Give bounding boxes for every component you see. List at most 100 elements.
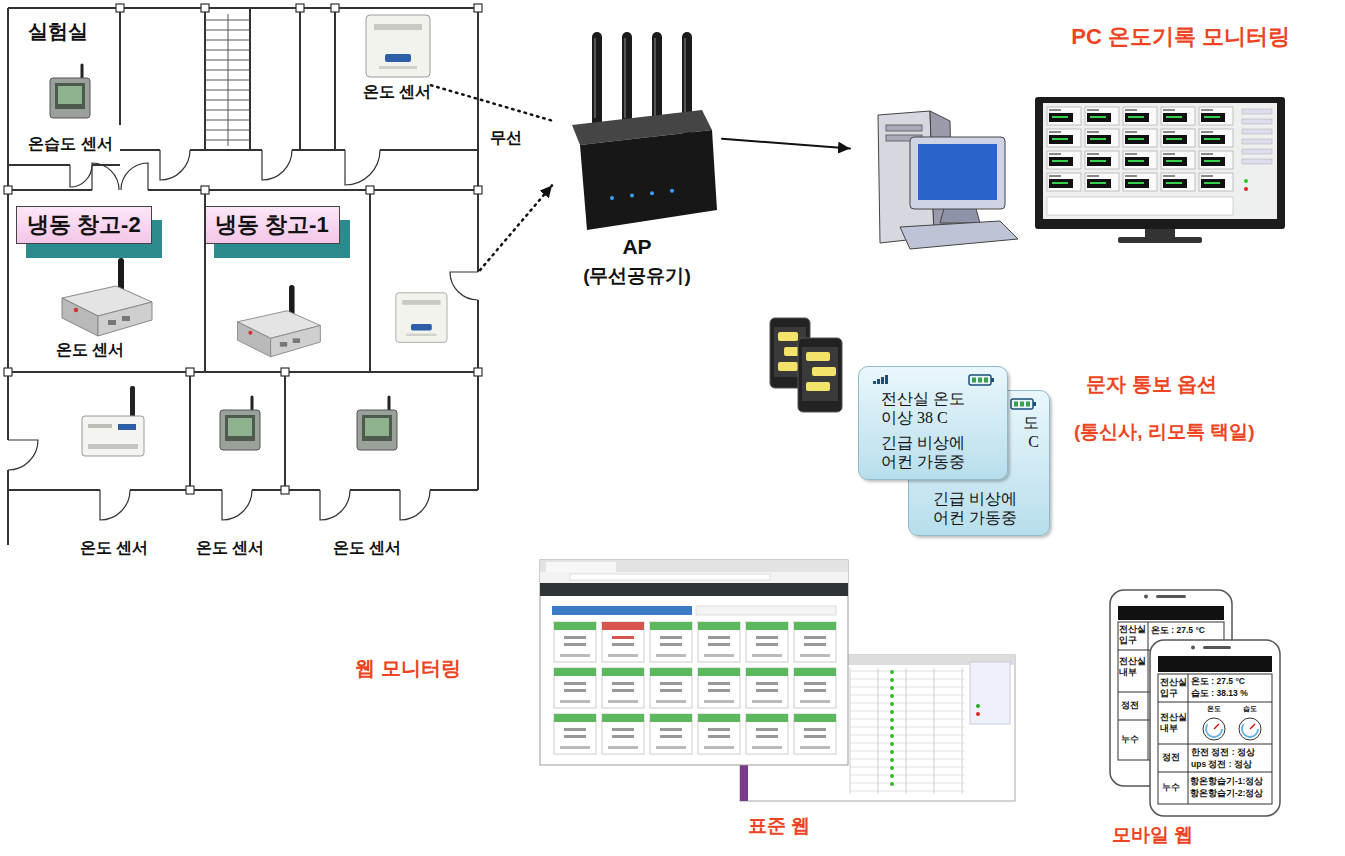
tile-header xyxy=(698,622,740,630)
tile-footer xyxy=(704,746,734,749)
battery-cell xyxy=(1026,402,1030,407)
battery xyxy=(1011,399,1033,409)
tile-value xyxy=(804,728,826,731)
device-port xyxy=(293,338,300,343)
tile-footer xyxy=(656,654,686,657)
reading-title xyxy=(1201,175,1213,177)
reading-digits xyxy=(1052,160,1068,162)
label-anchor: 정전 xyxy=(1162,752,1180,763)
sensor-tile xyxy=(698,622,740,662)
gauge-scale xyxy=(1242,721,1258,737)
reading-title xyxy=(1087,153,1099,155)
sensor-band xyxy=(88,444,138,449)
device-side xyxy=(271,325,321,356)
tab-bar xyxy=(540,560,848,572)
battery-cell xyxy=(978,378,982,383)
reading-digits xyxy=(1052,116,1068,118)
tile-footer xyxy=(800,700,830,703)
message-bubble xyxy=(812,367,836,376)
sensor-face xyxy=(225,415,255,441)
screen-bar xyxy=(1158,656,1272,672)
wall xyxy=(369,190,371,372)
sensor-icon xyxy=(56,258,156,338)
label-anchor: 누수 xyxy=(1121,734,1139,745)
reading-digits xyxy=(1052,182,1068,184)
history-row xyxy=(850,751,965,752)
history-marker xyxy=(740,761,748,801)
table-cell: 습도 : 38.13 % xyxy=(1191,688,1248,699)
tile-header xyxy=(794,714,836,722)
node-label: 냉동 창고-2 xyxy=(27,210,141,240)
tile-value xyxy=(708,682,730,685)
reading-tile xyxy=(1161,107,1195,125)
pillar xyxy=(201,4,209,12)
reading-tile xyxy=(1047,151,1081,169)
sensor-band xyxy=(88,424,112,428)
history-dot xyxy=(890,710,894,714)
history-sidebar xyxy=(970,662,1010,724)
device-port xyxy=(108,320,116,325)
sensor-screen xyxy=(228,418,252,436)
message-text: 긴급 비상에 어컨 가동중 xyxy=(881,433,991,471)
label-anchor: 누수 xyxy=(1162,782,1180,793)
status-table xyxy=(1158,674,1272,804)
tile-footer xyxy=(752,746,782,749)
reading-title xyxy=(1201,109,1213,111)
reading-display xyxy=(1125,157,1149,166)
reading-tile xyxy=(1161,173,1195,191)
antenna-shine xyxy=(594,38,596,118)
sensor-case xyxy=(396,293,447,343)
battery-cell xyxy=(1014,402,1018,407)
sensor-tile xyxy=(602,668,644,708)
reading-digits xyxy=(1090,182,1106,184)
wall xyxy=(334,8,336,150)
wall xyxy=(189,372,191,490)
label-anchor: 온도 : 27.5 °C xyxy=(1191,676,1245,687)
floor-plan: 온습도 센서온도 센서냉동 창고-2냉동 창고-1온도 센서온도 센서온도 센서… xyxy=(8,8,480,568)
table-rule xyxy=(1148,622,1149,760)
tile-value xyxy=(660,643,682,646)
tile-header xyxy=(698,714,740,722)
tile-value xyxy=(564,636,586,639)
tile-footer xyxy=(608,654,638,657)
standard-web: 표준 웹 xyxy=(540,556,1018,839)
wifi-sensor-figure xyxy=(396,293,447,343)
reading-tile xyxy=(1161,151,1195,169)
reading-display xyxy=(1049,179,1073,188)
reading-title xyxy=(1049,109,1061,111)
sensor-tile xyxy=(794,714,836,754)
tile-value xyxy=(804,682,826,685)
tile-value xyxy=(612,682,634,685)
sensor-tile xyxy=(746,668,788,708)
sensor-band xyxy=(374,24,422,30)
reading-title xyxy=(1087,175,1099,177)
node-label: 온도 센서 xyxy=(363,82,431,103)
door-swing xyxy=(262,150,292,180)
wall xyxy=(204,190,206,372)
node-label: 온도 센서 xyxy=(333,538,401,559)
tile-header xyxy=(602,714,644,722)
reading-tile xyxy=(1199,173,1233,191)
tile-value xyxy=(612,643,634,646)
history-dot xyxy=(890,718,894,722)
phone-body xyxy=(1150,640,1280,816)
signal-bar xyxy=(885,375,888,384)
node-label: 온습도 센서 xyxy=(28,134,112,155)
reading-display xyxy=(1201,113,1225,122)
history-dot xyxy=(890,782,894,786)
history-column xyxy=(906,668,907,794)
sensor-face xyxy=(55,83,85,109)
reading-title xyxy=(1125,153,1137,155)
history-row xyxy=(850,719,965,720)
signal-bar xyxy=(881,377,884,384)
sensor-icon xyxy=(355,396,401,452)
battery-cell xyxy=(972,378,976,383)
tile-footer xyxy=(608,700,638,703)
side-button xyxy=(1242,159,1272,164)
sensor-band xyxy=(402,300,440,305)
section-title: 웹 모니터링 xyxy=(355,656,461,681)
tile-value xyxy=(756,735,778,738)
history-row xyxy=(850,759,965,760)
phone-camera xyxy=(1144,595,1148,599)
tab-idle xyxy=(696,606,836,615)
